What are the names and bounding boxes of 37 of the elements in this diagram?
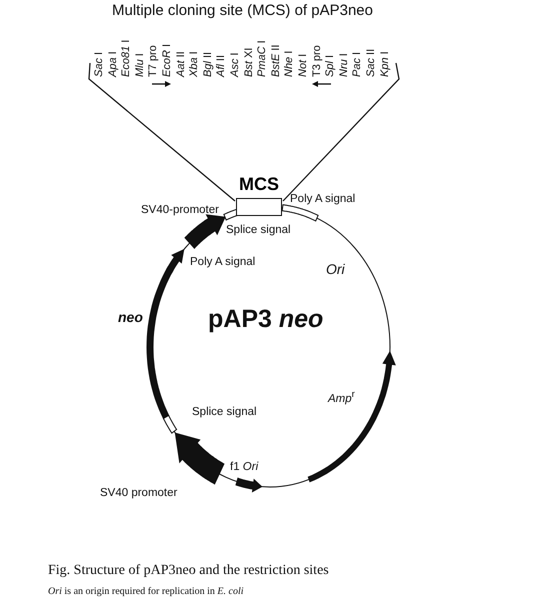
restriction-site-label: Aat II — [174, 51, 187, 77]
title: Multiple cloning site (MCS) of pAP3neo — [111, 3, 374, 20]
restriction-site-label: Bst XI — [242, 48, 255, 77]
plasmid-name: pAP3 neo — [208, 306, 324, 334]
feature-label: Ori — [326, 262, 345, 278]
feature-label: SV40-promoter — [141, 204, 219, 217]
footnote: Ori is an origin required for replication in E. coli — [48, 586, 244, 597]
restriction-site-label: T3 pro — [310, 45, 323, 77]
restriction-site-label: Nru I — [338, 53, 350, 77]
feature-label: Splice signal — [226, 224, 291, 237]
restriction-site-label: EcoR I — [161, 44, 173, 77]
restriction-site-label: T7 pro — [147, 45, 160, 77]
restriction-site-label: Asc I — [229, 52, 241, 77]
caption: Fig. Structure of pAP3neo and the restriction sites — [48, 563, 329, 578]
mcs-label: MCS — [239, 174, 279, 194]
restriction-site-label: Afl II — [215, 54, 228, 77]
restriction-site-label: PmaC I — [256, 40, 268, 77]
restriction-site-label: Bgl II — [202, 52, 214, 77]
feature-label: Splice signal — [192, 406, 257, 419]
feature-label: neo — [118, 310, 143, 326]
restriction-site-label: Not I — [297, 54, 309, 77]
restriction-site-label: Mlu I — [134, 53, 146, 77]
feature-label: Amp$^{r}$ — [328, 390, 355, 406]
restriction-site-label: Nhe I — [283, 50, 296, 77]
restriction-site-label: Sac II — [365, 48, 377, 77]
restriction-site-label: Kpn I — [378, 51, 391, 77]
feature-label: SV40 promoter — [100, 487, 178, 500]
feature-label: Poly A signal — [190, 256, 256, 269]
restriction-site-label: Apa I — [106, 51, 119, 77]
restriction-site-label: Xba I — [188, 51, 200, 77]
feature-label: Poly A signal — [290, 193, 356, 206]
restriction-site-label: Spl I — [324, 54, 336, 77]
restriction-site-label: BstE II — [270, 44, 282, 77]
feature-label: f1 Ori — [230, 461, 258, 474]
restriction-site-label: Sac I — [93, 52, 105, 77]
restriction-site-label: Eco81 I — [120, 40, 132, 77]
restriction-site-label: Pac I — [351, 52, 364, 77]
